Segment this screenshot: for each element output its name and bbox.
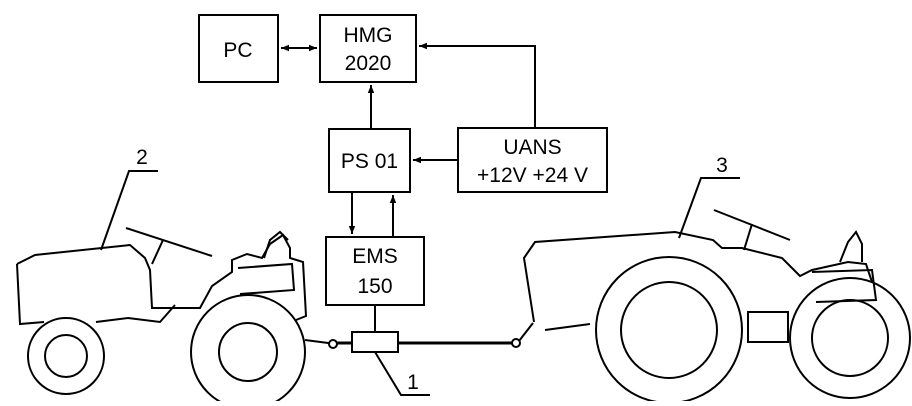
front-steering-wheel xyxy=(125,227,213,257)
uans-to-hmg-arrow xyxy=(419,42,536,128)
front-tractor-nose xyxy=(16,263,45,326)
front-tractor-front-wheel xyxy=(27,317,105,395)
rear-tractor-body xyxy=(522,230,873,323)
hmg-label-line2: 2020 xyxy=(345,52,392,75)
callout-1-leader xyxy=(374,351,430,396)
rear-axle-housing xyxy=(747,311,789,343)
front-steering-column xyxy=(151,239,164,265)
front-fender xyxy=(237,262,296,295)
front-tractor-underside xyxy=(95,304,176,324)
block-pc: PC xyxy=(198,14,279,83)
front-tractor-rear-wheel xyxy=(190,294,306,406)
front-tractor-front-rim xyxy=(44,334,88,378)
uans-label-line1: UANS xyxy=(503,136,561,159)
rear-tractor xyxy=(522,209,911,404)
block-hmg: HMG 2020 xyxy=(319,14,417,83)
rear-tractor-rear-wheel xyxy=(789,277,911,399)
pc-label: PC xyxy=(223,39,252,62)
front-tractor-rear-rim xyxy=(218,322,278,382)
front-tractor xyxy=(16,227,308,406)
callout-2-label: 2 xyxy=(136,146,148,169)
ps-label: PS 01 xyxy=(341,150,398,173)
ems-label-line1: EMS xyxy=(352,245,398,268)
front-hitch-pin xyxy=(328,339,338,349)
rear-tractor-rear-rim xyxy=(811,299,889,377)
callout-1-label: 1 xyxy=(407,371,419,394)
block-uans: UANS +12V +24 V xyxy=(457,127,608,193)
block-ps: PS 01 xyxy=(328,128,411,193)
force-sensor xyxy=(351,331,399,353)
rear-tractor-underside xyxy=(544,323,591,331)
rear-drawbar xyxy=(518,322,534,342)
uans-label-line2: +12V +24 V xyxy=(477,164,588,187)
hmg-label-line1: HMG xyxy=(344,24,393,47)
rear-steering-column xyxy=(743,223,753,251)
rear-tractor-front-wheel xyxy=(595,256,743,404)
rear-hitch-pin xyxy=(511,338,521,348)
callout-3-leader xyxy=(678,177,740,239)
callout-3-label: 3 xyxy=(716,154,728,177)
rear-seat xyxy=(839,230,863,263)
callout-2-leader xyxy=(100,170,158,251)
ems-label-line2: 150 xyxy=(357,275,392,298)
front-seat xyxy=(263,230,289,259)
front-tractor-body xyxy=(16,233,308,321)
rear-tractor-front-rim xyxy=(620,281,718,379)
block-ems: EMS 150 xyxy=(325,236,425,306)
